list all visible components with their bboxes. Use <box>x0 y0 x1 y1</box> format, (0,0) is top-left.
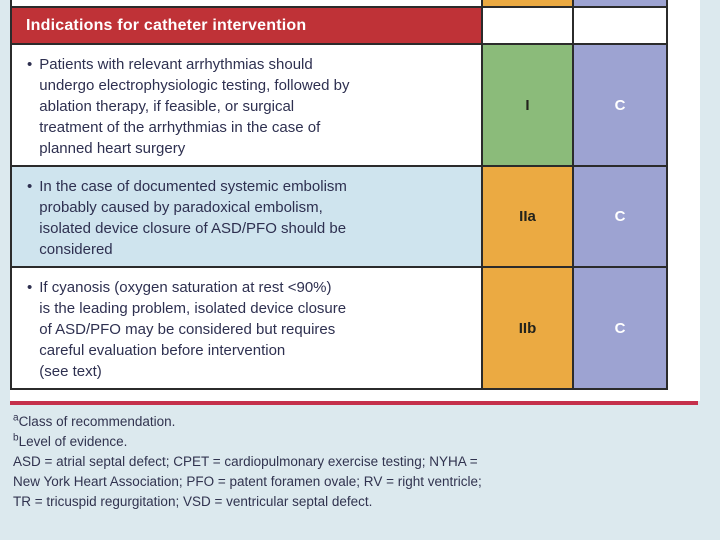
recommendation-row: • If cyanosis (oxygen saturation at rest… <box>10 266 668 390</box>
cutoff-text-cell <box>10 0 483 8</box>
section-header-row: Indications for catheter intervention <box>10 6 668 45</box>
footnote-class: aClass of recommendation. <box>13 412 693 432</box>
recommendation-text-cell: • In the case of documented systemic emb… <box>10 165 483 268</box>
section-header-title: Indications for catheter intervention <box>10 6 483 45</box>
class-of-recommendation-cell: IIa <box>481 165 574 268</box>
level-of-evidence-cell: C <box>572 43 668 167</box>
footnote-text: Class of recommendation. <box>18 414 176 429</box>
recommendation-row: • In the case of documented systemic emb… <box>10 165 668 268</box>
cutoff-row <box>10 0 668 8</box>
recommendation-table: Indications for catheter intervention • … <box>10 0 668 390</box>
footnotes: aClass of recommendation. bLevel of evid… <box>13 412 693 512</box>
class-of-recommendation-cell: I <box>481 43 574 167</box>
recommendation-row: • Patients with relevant arrhythmias sho… <box>10 43 668 167</box>
recommendation-text: If cyanosis (oxygen saturation at rest <… <box>39 279 347 380</box>
abbreviation-list: ASD = atrial septal defect; CPET = cardi… <box>13 454 482 509</box>
footnote-superscript: a <box>13 412 19 424</box>
cutoff-evidence-cell <box>572 0 668 8</box>
footnote-text: Level of evidence. <box>18 434 128 449</box>
class-column-header-cell <box>481 6 574 45</box>
footnote-level: bLevel of evidence. <box>13 432 693 452</box>
recommendation-text: In the case of documented systemic embol… <box>39 178 347 258</box>
bullet-icon: • <box>27 279 33 296</box>
cutoff-class-cell <box>481 0 574 8</box>
level-of-evidence-cell: C <box>572 165 668 268</box>
recommendation-text: Patients with relevant arrhythmias shoul… <box>39 56 350 157</box>
evidence-column-header-cell <box>572 6 668 45</box>
level-of-evidence-cell: C <box>572 266 668 390</box>
class-of-recommendation-cell: IIb <box>481 266 574 390</box>
recommendation-text-cell: • Patients with relevant arrhythmias sho… <box>10 43 483 167</box>
footnote-superscript: b <box>13 432 19 444</box>
bullet-icon: • <box>27 56 33 73</box>
red-divider-rule <box>10 401 698 405</box>
bullet-icon: • <box>27 178 33 195</box>
recommendation-text-cell: • If cyanosis (oxygen saturation at rest… <box>10 266 483 390</box>
